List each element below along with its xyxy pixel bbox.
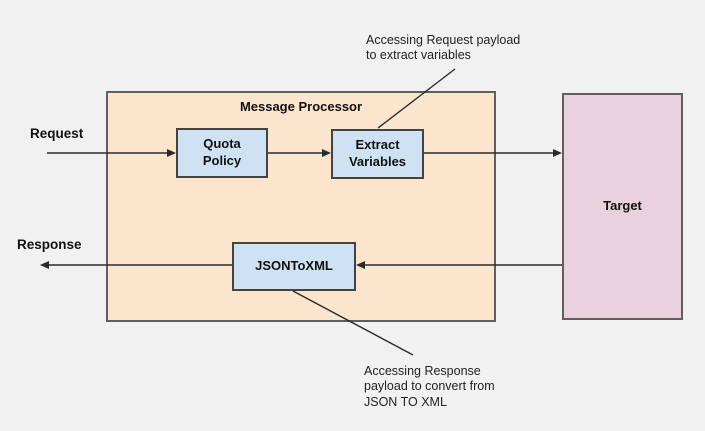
response-label: Response [17,237,82,252]
quota-policy-node: Quota Policy [176,128,268,178]
extract-variables-node: Extract Variables [331,129,424,179]
response-arrowhead-icon [40,261,49,269]
annotation-response-payload: Accessing Response payload to convert fr… [364,364,495,409]
extract-to-target-arrowhead-icon [553,149,562,157]
json-to-xml-node: JSONToXML [232,242,356,291]
target-node: Target [562,93,683,320]
message-processor-title: Message Processor [239,99,363,114]
request-label: Request [30,126,84,141]
annotation-request-payload: Accessing Request payload to extract var… [366,33,521,63]
